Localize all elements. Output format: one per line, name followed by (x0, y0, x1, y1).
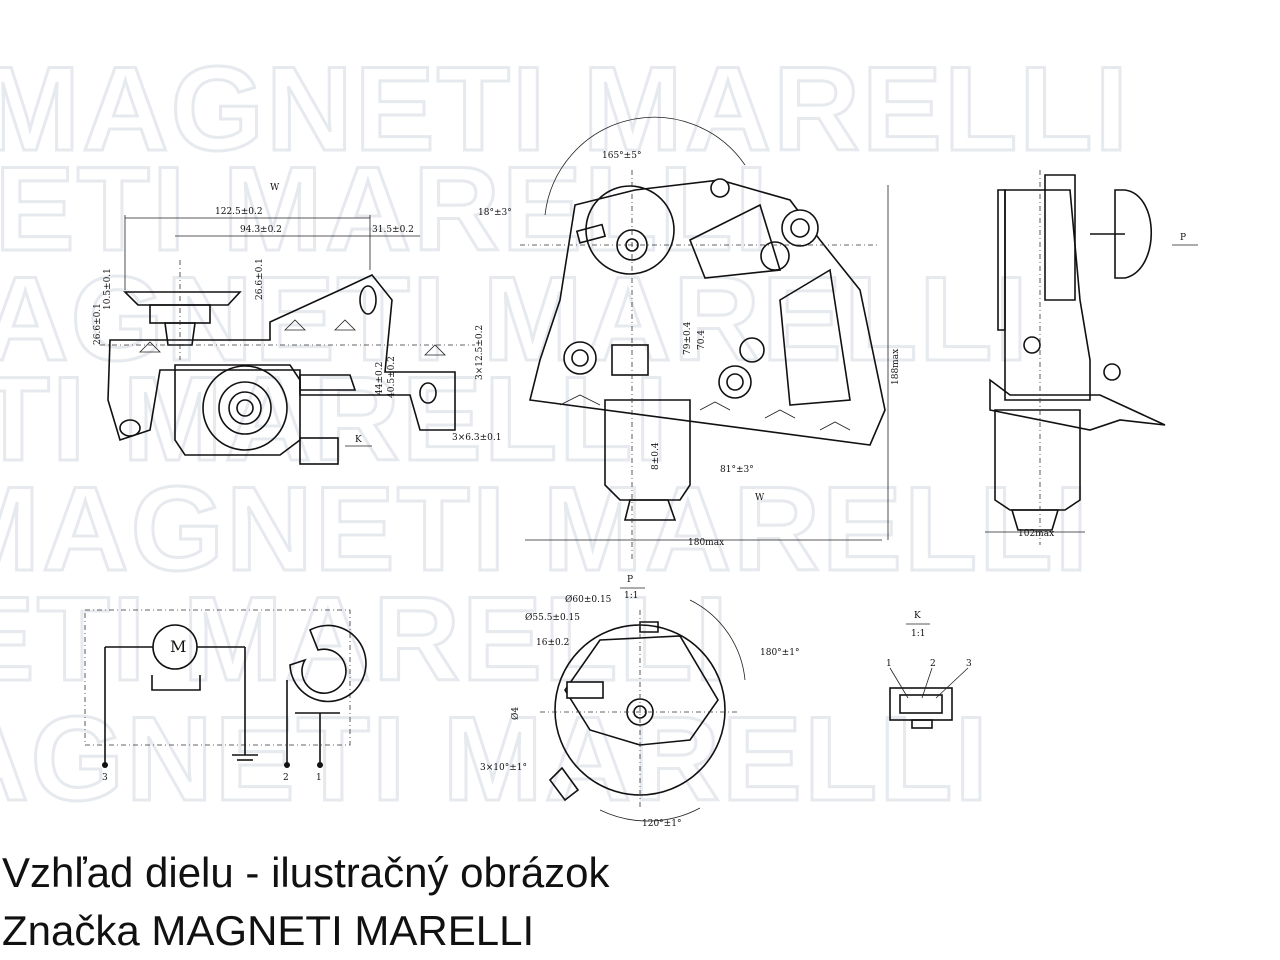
angle-18: 18°±3° (478, 208, 512, 218)
angle-165: 165°±5° (602, 151, 641, 161)
arrow-label-p: P (1180, 233, 1186, 243)
circuit-diagram: M 3 2 1 (84, 609, 367, 783)
connector-pin-1: 1 (886, 659, 892, 669)
dim-180max: 180max (688, 538, 724, 548)
dim-d55-5: Ø55.5±0.15 (525, 612, 580, 623)
angle-81: 81°±3° (720, 465, 754, 475)
dim-16: 16±0.2 (536, 638, 569, 648)
dim-10-5: 10.5±0.1 (103, 268, 113, 310)
dim-d60: Ø60±0.15 (565, 594, 612, 605)
dim-3x12-5: 3×12.5±0.2 (475, 325, 485, 380)
drawing-canvas: MAGNETI MARELLI MAGNETI MARELLI MAGNETI … (0, 41, 1198, 829)
side-view-right: P 102max (985, 170, 1198, 545)
watermark-row-5: MAGNETI MARELLI (0, 462, 1090, 596)
dim-vertical-small: 26.6±0.1 (255, 258, 265, 300)
dim-d4: Ø4 (510, 707, 521, 720)
dim-8: 8±0.4 (651, 442, 661, 470)
watermark-row-1: MAGNETI MARELLI (0, 42, 1130, 176)
angle-120: 120°±1° (642, 819, 681, 829)
detail-k-scale: 1:1 (911, 629, 925, 639)
dim-94-3: 94.3±0.2 (240, 225, 282, 235)
technical-drawing: MAGNETI MARELLI MAGNETI MARELLI MAGNETI … (0, 41, 1198, 829)
dim-70-4: 70.4 (697, 330, 707, 350)
detail-view-k: K 1:1 1 2 3 (886, 611, 972, 729)
detail-view-p: P 1:1 Ø60±0.15 Ø55.5±0.15 16±0.2 Ø4 3×10… (480, 575, 799, 829)
arrow-label-k: K (355, 435, 362, 445)
circuit-pin-2: 2 (283, 773, 289, 783)
caption-illustrative-note: Vzhľad dielu - ilustračný obrázok (2, 849, 610, 896)
motor-symbol: M (170, 637, 186, 656)
dim-79: 79±0.4 (683, 321, 693, 355)
dim-26-6: 26.6±0.1 (93, 303, 103, 345)
angle-180: 180°±1° (760, 648, 799, 658)
dim-40-5: 40.5±0.2 (387, 356, 397, 398)
circuit-pin-3: 3 (102, 773, 108, 783)
brand-watermark: MAGNETI MARELLI MAGNETI MARELLI MAGNETI … (0, 41, 1130, 828)
watermark-row-7: MAGNETI MARELLI (0, 692, 990, 826)
dim-3x6-3: 3×6.3±0.1 (452, 433, 501, 443)
front-view-center: 165°±5° 18°±3° 81°±3° W 79±0.4 70.4 8±0.… (478, 116, 901, 560)
connector-pin-3: 3 (966, 659, 972, 669)
view-label-w: W (270, 183, 280, 193)
dim-122-5: 122.5±0.2 (215, 207, 263, 217)
detail-p-title: P (627, 575, 633, 585)
side-view-left: W 122.5±0.2 94.3±0.2 31.5±0.2 10.5±0.1 2… (93, 183, 501, 465)
detail-k-title: K (914, 611, 921, 621)
connector-pin-2: 2 (930, 659, 936, 669)
caption-brand-line: Značka MAGNETI MARELLI (2, 907, 535, 954)
dim-44: 44±0.2 (375, 362, 385, 395)
angle-3x10: 3×10°±1° (480, 763, 527, 773)
dim-188max: 188max (891, 349, 901, 385)
dim-31-5: 31.5±0.2 (372, 225, 414, 235)
circuit-pin-1: 1 (316, 773, 322, 783)
watermark-row-3: MAGNETI MARELLI (0, 252, 1030, 386)
detail-p-scale: 1:1 (624, 591, 638, 601)
arrow-label-w: W (755, 493, 765, 503)
dim-102max: 102max (1018, 529, 1054, 539)
